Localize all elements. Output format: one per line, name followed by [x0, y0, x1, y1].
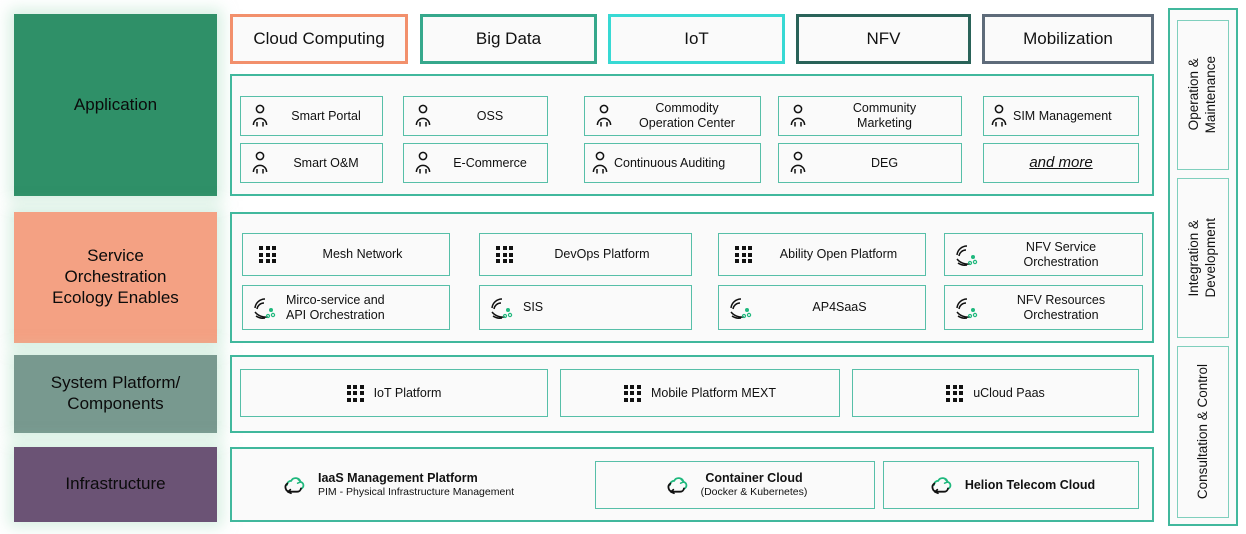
person-icon	[590, 151, 610, 175]
app-card-smart-portal-label: Smart Portal	[291, 108, 361, 123]
svc-card-nfv-resources-orchestration-label: NFV Resources Orchestration	[1016, 292, 1106, 322]
person-icon	[250, 151, 270, 175]
svc-card-ap4saas-label: AP4SaaS	[812, 300, 867, 315]
app-card-smart-om[interactable]: Smart O&M	[240, 143, 383, 183]
rail-item-operation-maintenance-label: Operation & Maintenance	[1186, 56, 1218, 134]
svc-card-mesh-network[interactable]: Mesh Network	[242, 233, 450, 276]
tab-nfv[interactable]: NFV	[796, 14, 971, 64]
tab-mobilization-label: Mobilization	[1023, 29, 1113, 48]
person-icon	[413, 104, 433, 128]
cloud-icon	[663, 474, 691, 496]
person-icon	[788, 151, 808, 175]
app-card-commodity-operation-center-label: Commodity Operation Center	[639, 101, 735, 130]
tab-cloud-computing[interactable]: Cloud Computing	[230, 14, 408, 64]
app-card-sim-management-label: SIM Management	[1013, 108, 1112, 123]
infra-card-container-cloud[interactable]: Container Cloud (Docker & Kubernetes)	[595, 461, 875, 509]
layer-label-service-text: Service Orchestration Ecology Enables	[52, 246, 179, 307]
rail-item-consultation-control[interactable]: Consultation & Control	[1177, 346, 1229, 518]
infra-item-iaas-subtitle: PIM - Physical Infrastructure Management	[318, 486, 515, 499]
app-card-community-marketing-label: Community Marketing	[852, 101, 917, 130]
app-card-and-more-label: and more	[1029, 154, 1093, 172]
person-icon	[250, 104, 270, 128]
app-card-oss-label: OSS	[476, 108, 504, 123]
orchestration-icon	[954, 297, 980, 319]
svc-card-nfv-resources-orchestration[interactable]: NFV Resources Orchestration	[944, 285, 1143, 330]
app-card-oss[interactable]: OSS	[403, 96, 548, 136]
svc-card-ap4saas[interactable]: AP4SaaS	[718, 285, 926, 330]
app-card-smart-om-label: Smart O&M	[293, 155, 359, 170]
svc-card-devops-platform[interactable]: DevOps Platform	[479, 233, 692, 276]
person-icon	[594, 104, 614, 128]
layer-label-system-text: System Platform/ Components	[50, 373, 181, 413]
layer-label-application-text: Application	[73, 94, 158, 114]
grid-icon	[946, 384, 964, 402]
app-card-deg[interactable]: DEG	[778, 143, 962, 183]
app-card-community-marketing[interactable]: Community Marketing	[778, 96, 962, 136]
tab-cloud-computing-label: Cloud Computing	[253, 29, 385, 48]
person-icon	[413, 151, 433, 175]
orchestration-icon	[489, 297, 515, 319]
rail-item-integration-development[interactable]: Integration & Development	[1177, 178, 1229, 338]
svc-card-micro-service-api-orchestration[interactable]: Mirco-service and API Orchestration	[242, 285, 450, 330]
app-card-continuous-auditing-label: Continuous Auditing	[614, 155, 726, 170]
infra-card-container-cloud-subtitle: (Docker & Kubernetes)	[700, 486, 808, 499]
tab-mobilization[interactable]: Mobilization	[982, 14, 1154, 64]
sys-card-mobile-platform-mext[interactable]: Mobile Platform MEXT	[560, 369, 840, 417]
grid-icon	[259, 246, 276, 263]
app-card-e-commerce[interactable]: E-Commerce	[403, 143, 548, 183]
svc-card-micro-service-api-orchestration-label: Mirco-service and API Orchestration	[286, 292, 385, 322]
app-card-smart-portal[interactable]: Smart Portal	[240, 96, 383, 136]
sys-card-ucloud-paas-label: uCloud Paas	[973, 385, 1045, 400]
cloud-icon	[280, 474, 308, 496]
tab-nfv-label: NFV	[866, 29, 901, 48]
infra-card-helion-telecom-cloud-title: Helion Telecom Cloud	[964, 477, 1096, 492]
sys-card-mobile-platform-mext-label: Mobile Platform MEXT	[650, 385, 777, 400]
orchestration-icon	[954, 244, 980, 266]
app-card-continuous-auditing[interactable]: Continuous Auditing	[584, 143, 761, 183]
person-icon	[989, 104, 1009, 128]
rail-item-integration-development-label: Integration & Development	[1186, 218, 1218, 298]
orchestration-icon	[728, 297, 754, 319]
svc-card-sis-label: SIS	[523, 300, 544, 315]
app-card-commodity-operation-center[interactable]: Commodity Operation Center	[584, 96, 761, 136]
grid-icon	[623, 384, 641, 402]
app-card-sim-management[interactable]: SIM Management	[983, 96, 1139, 136]
tab-iot[interactable]: IoT	[608, 14, 785, 64]
sys-card-iot-platform[interactable]: IoT Platform	[240, 369, 548, 417]
app-card-e-commerce-label: E-Commerce	[453, 155, 527, 170]
svc-card-sis[interactable]: SIS	[479, 285, 692, 330]
orchestration-icon	[252, 297, 278, 319]
person-icon	[788, 104, 808, 128]
layer-label-system: System Platform/ Components	[14, 355, 217, 433]
app-card-deg-label: DEG	[870, 155, 899, 170]
infra-item-iaas-title: IaaS Management Platform	[318, 470, 478, 485]
layer-label-infrastructure: Infrastructure	[14, 447, 217, 522]
cloud-icon	[927, 474, 955, 496]
svc-card-mesh-network-label: Mesh Network	[322, 247, 403, 262]
tab-big-data[interactable]: Big Data	[420, 14, 597, 64]
svc-card-ability-open-platform-label: Ability Open Platform	[779, 247, 898, 262]
svc-card-nfv-service-orchestration-label: NFV Service Orchestration	[1023, 239, 1099, 269]
app-card-and-more[interactable]: and more	[983, 143, 1139, 183]
grid-icon	[735, 246, 752, 263]
svc-card-devops-platform-label: DevOps Platform	[554, 247, 650, 262]
rail-item-operation-maintenance[interactable]: Operation & Maintenance	[1177, 20, 1229, 170]
layer-label-service: Service Orchestration Ecology Enables	[14, 212, 217, 343]
tab-iot-label: IoT	[684, 29, 709, 48]
sys-card-ucloud-paas[interactable]: uCloud Paas	[852, 369, 1139, 417]
svc-card-ability-open-platform[interactable]: Ability Open Platform	[718, 233, 926, 276]
infra-card-container-cloud-title: Container Cloud	[705, 470, 803, 485]
infra-item-iaas-management-platform[interactable]: IaaS Management Platform PIM - Physical …	[280, 462, 580, 508]
rail-item-consultation-control-label: Consultation & Control	[1194, 364, 1210, 500]
layer-label-infrastructure-text: Infrastructure	[65, 474, 166, 494]
infra-card-helion-telecom-cloud[interactable]: Helion Telecom Cloud	[883, 461, 1139, 509]
tab-big-data-label: Big Data	[475, 29, 542, 48]
layer-label-application: Application	[14, 14, 217, 196]
grid-icon	[496, 246, 513, 263]
sys-card-iot-platform-label: IoT Platform	[373, 385, 442, 400]
grid-icon	[346, 384, 364, 402]
svc-card-nfv-service-orchestration[interactable]: NFV Service Orchestration	[944, 233, 1143, 276]
